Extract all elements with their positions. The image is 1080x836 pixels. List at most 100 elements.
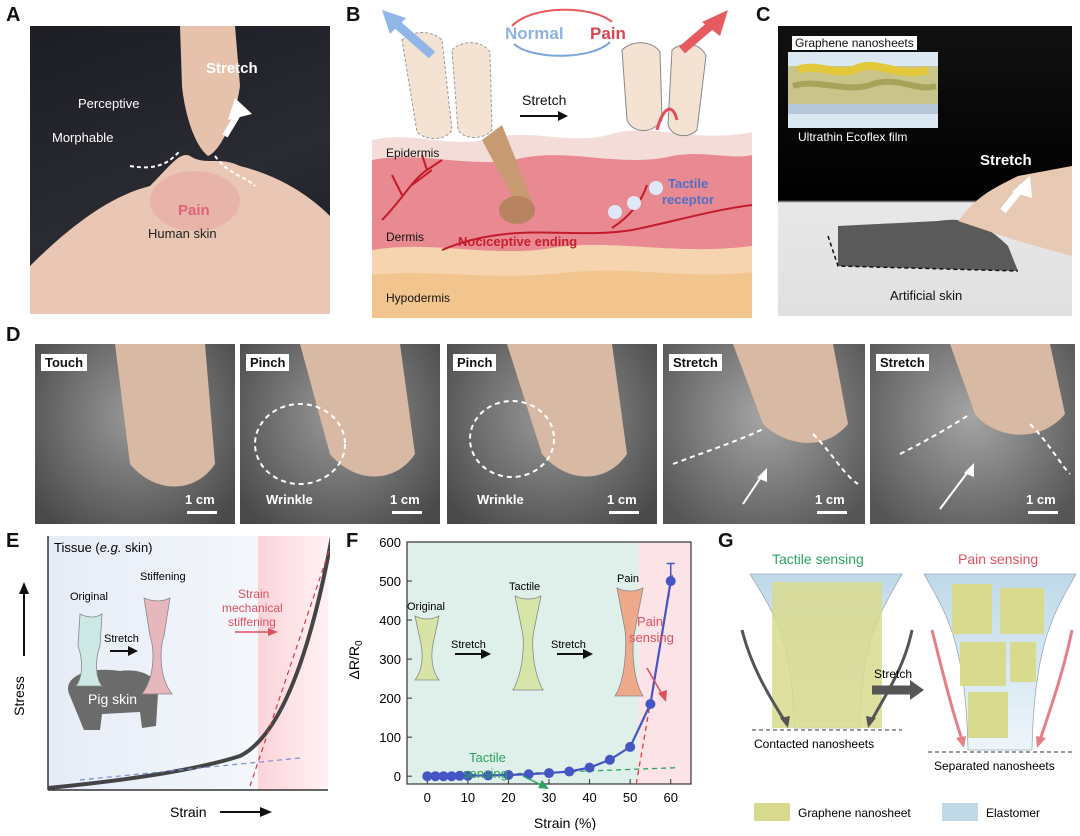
frame-label: Stretch	[669, 354, 722, 371]
scale-bar	[609, 511, 639, 514]
x-tick-label: 20	[501, 790, 515, 805]
stress-axis-label: Stress	[11, 676, 27, 716]
normal-label: Normal	[505, 24, 564, 43]
f-original-specimen	[414, 615, 440, 681]
data-point	[665, 576, 676, 587]
tactile-fit-line	[427, 766, 679, 778]
data-point	[584, 762, 595, 773]
y-tick-label: 100	[379, 730, 401, 745]
legend-elastomer-label: Elastomer	[986, 806, 1040, 820]
panel-d-frame-4: Stretch 1 cm	[663, 344, 865, 524]
y-tick-label: 200	[379, 691, 401, 706]
f-x-axis-label: Strain (%)	[534, 815, 596, 830]
pain-label: Pain	[178, 202, 210, 219]
scale-bar	[1028, 511, 1058, 514]
pain-sensing-title: Pain sensing	[958, 551, 1038, 567]
legend-graphene-swatch	[754, 803, 790, 821]
stretch-label-c: Stretch	[980, 152, 1032, 169]
legend-elastomer-swatch	[942, 803, 978, 821]
x-tick-label: 30	[542, 790, 556, 805]
panel-label-d: D	[6, 324, 21, 346]
x-tick-label: 40	[582, 790, 596, 805]
y-tick-label: 400	[379, 613, 401, 628]
stretch-label-b: Stretch	[522, 92, 567, 108]
stretched-specimen	[141, 597, 173, 695]
original-label: Original	[70, 591, 108, 603]
stretch-label: Stretch	[206, 60, 258, 77]
pain-region	[638, 542, 691, 784]
scale-label: 1 cm	[185, 492, 215, 507]
data-point	[438, 771, 449, 782]
data-point	[430, 771, 441, 782]
f-stretch-label-1: Stretch	[451, 639, 486, 651]
tissue-label: Tissue (e.g. skin)	[54, 540, 153, 555]
ecoflex-label: Ultrathin Ecoflex film	[798, 130, 908, 144]
wrinkle-label: Wrinkle	[266, 492, 313, 507]
data-point	[523, 769, 534, 780]
frame-label: Touch	[41, 354, 88, 371]
x-tick-label: 60	[663, 790, 677, 805]
smf-label-3: stiffening	[228, 615, 276, 629]
panel-label-f: F	[346, 530, 359, 552]
panel-label-g: G	[718, 530, 734, 552]
y-tick-label: 0	[394, 769, 401, 784]
y-tick-label: 500	[379, 574, 401, 589]
x-tick-label: 50	[623, 790, 637, 805]
x-tick-label: 0	[424, 790, 431, 805]
contacted-label: Contacted nanosheets	[754, 737, 874, 751]
pig-skin-label: Pig skin	[88, 691, 137, 707]
frame-label: Stretch	[876, 354, 929, 371]
tactile-label-2: receptor	[662, 192, 715, 207]
wrinkle-label: Wrinkle	[477, 492, 524, 507]
scale-label: 1 cm	[390, 492, 420, 507]
pain-nanosheet	[952, 584, 992, 634]
y-tick-label: 300	[379, 652, 401, 667]
f-original-label: Original	[407, 601, 445, 613]
scale-label: 1 cm	[1026, 492, 1056, 507]
morphable-label: Morphable	[52, 130, 114, 145]
smf-label-2: mechanical	[222, 601, 283, 615]
g-stretch-label: Stretch	[874, 667, 912, 681]
pain-sensing-label-2: sensing	[629, 630, 674, 645]
stiffening-region	[258, 536, 328, 790]
data-point	[564, 766, 575, 777]
epidermis-label: Epidermis	[386, 146, 440, 160]
strain-axis-label: Strain	[170, 804, 207, 820]
panel-d-frame-1: Touch 1 cm	[35, 344, 235, 524]
human-skin-label: Human skin	[148, 226, 217, 241]
panel-label-c: C	[756, 4, 771, 26]
data-point	[544, 768, 554, 779]
perceptive-label: Perceptive	[78, 96, 140, 111]
data-point	[422, 771, 433, 782]
f-y-axis-label: ΔR/R0	[346, 640, 365, 679]
data-point	[625, 741, 636, 752]
nociceptive-label: Nociceptive ending	[458, 234, 578, 249]
panel-d-frame-3: Pinch Wrinkle 1 cm	[447, 344, 657, 524]
frame-label: Pinch	[246, 354, 290, 371]
skin-layers-svg	[372, 8, 752, 318]
tactile-label-1: Tactile	[668, 176, 709, 191]
stretch-label-e: Stretch	[104, 633, 139, 645]
scale-label: 1 cm	[815, 492, 845, 507]
scale-bar	[187, 511, 217, 514]
panel-label-b: B	[346, 4, 361, 26]
data-point	[604, 754, 615, 765]
panel-b-skin-diagram: Normal Pain Stretch Epidermis Dermis Hyp…	[372, 0, 752, 318]
panel-d-frame-2: Pinch Wrinkle 1 cm	[240, 344, 440, 524]
graphene-label: Graphene nanosheets	[792, 36, 917, 50]
data-point	[503, 770, 514, 781]
panel-g-mechanism: Tactile sensing Pain sensing Stretch Con…	[740, 551, 1077, 821]
frame-label: Pinch	[453, 354, 497, 371]
f-tactile-label: Tactile	[509, 581, 540, 593]
data-point	[645, 698, 656, 709]
f-tactile-specimen	[512, 595, 544, 691]
tactile-sensing-title: Tactile sensing	[772, 551, 864, 567]
data-point	[454, 770, 465, 781]
scale-bar	[817, 511, 847, 514]
panel-label-e: E	[6, 530, 20, 552]
data-point	[462, 770, 473, 781]
separated-label: Separated nanosheets	[934, 759, 1055, 773]
scale-label: 1 cm	[607, 492, 637, 507]
artificial-skin-label: Artificial skin	[890, 288, 963, 303]
